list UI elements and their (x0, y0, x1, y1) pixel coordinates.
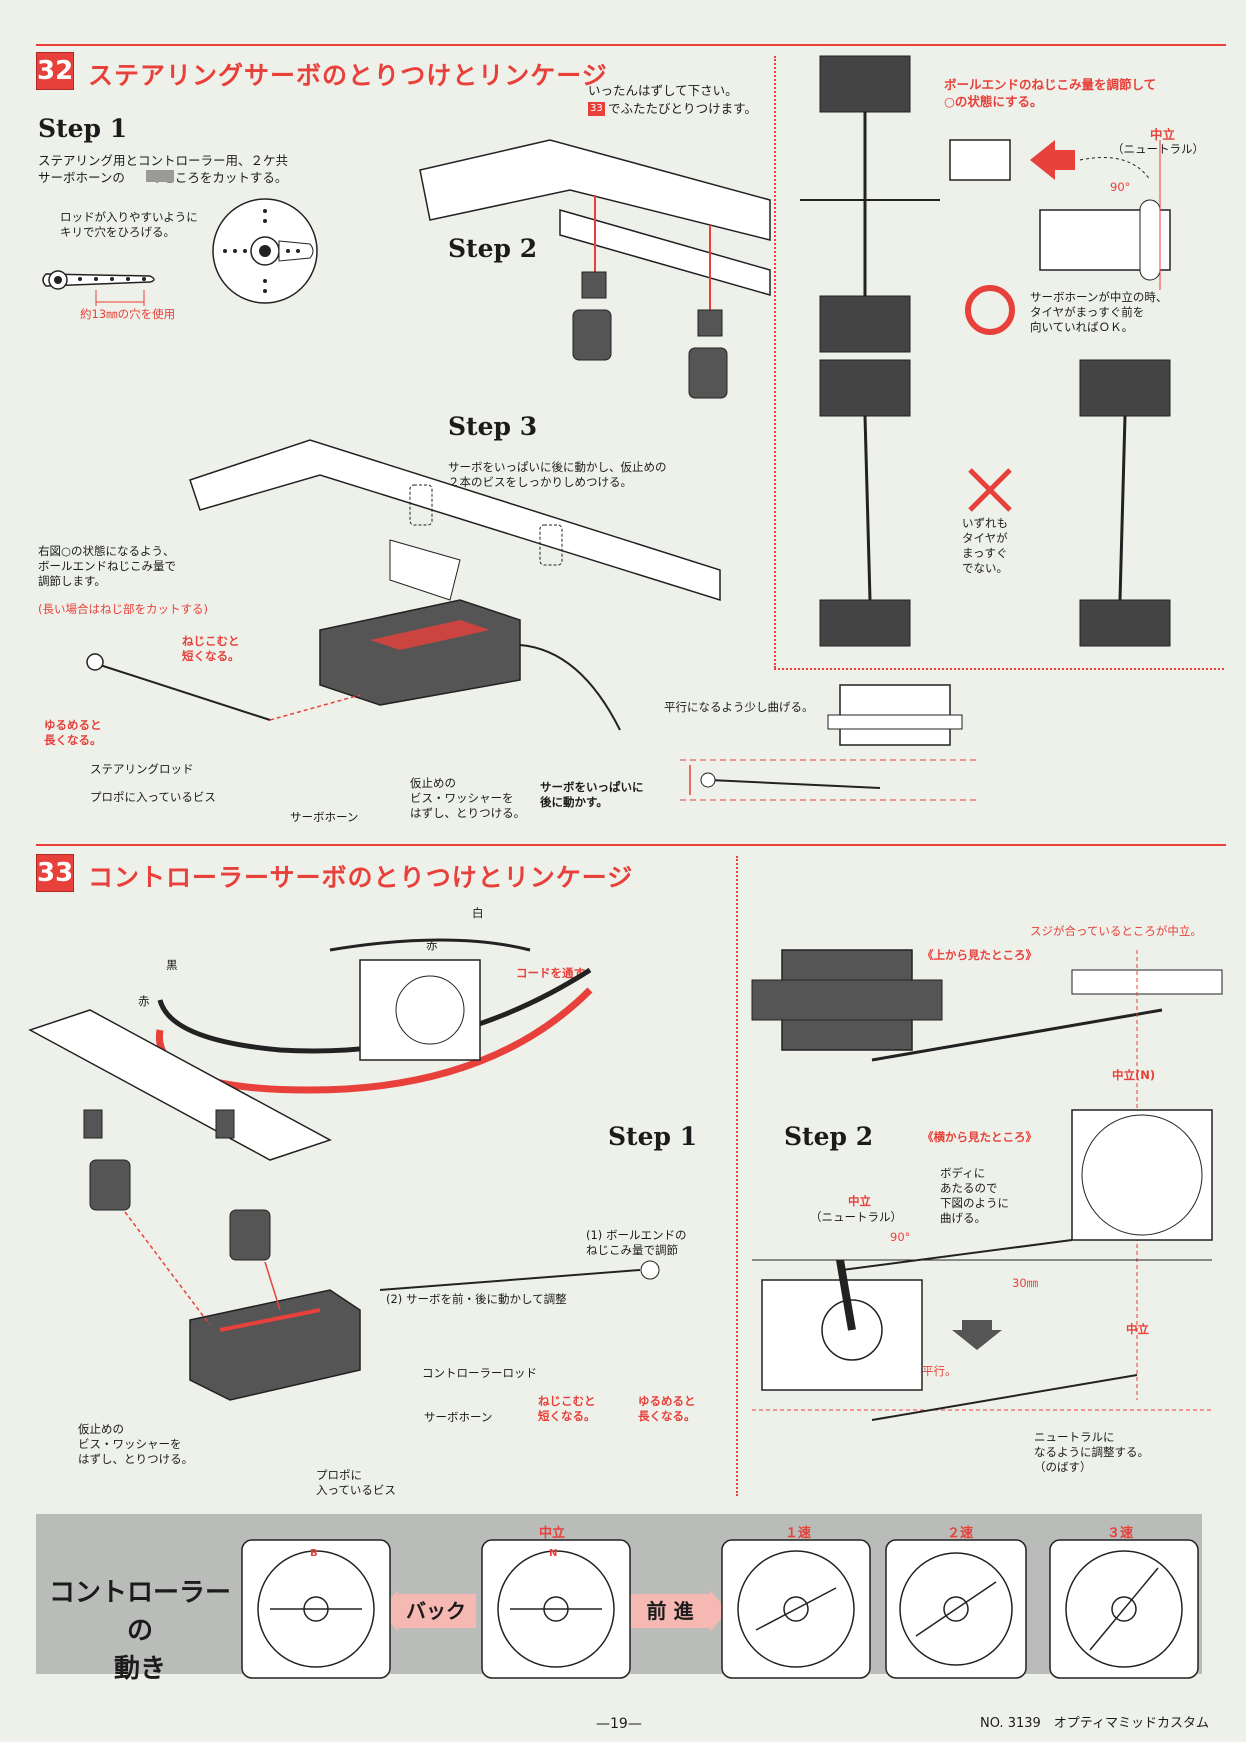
cord-note: コードを通す (516, 966, 585, 980)
bend-detail-diagram (680, 684, 980, 801)
page-number: —19— (596, 1716, 642, 1732)
adjust2-note: (2) サーボを前・後に動かして調整 (386, 1292, 567, 1306)
ok-note: サーボホーンが中立の時、 タイヤがまっすぐ前を 向いていればＯＫ。 (1030, 290, 1168, 334)
step-label: Step 1 (38, 114, 128, 143)
speed3-dial-label: ３速 (1106, 1526, 1133, 1541)
step-label: Step 1 (608, 1122, 698, 1151)
adjust1-note: (1) ボールエンドの ねじこみ量で調節 (586, 1228, 687, 1257)
model-number: NO. 3139 オプティマミッドカスタム (980, 1716, 1209, 1731)
step-label: Step 2 (784, 1122, 874, 1151)
wire-white: 白 (472, 906, 484, 920)
servo-back-note: サーボをいっぱいに 後に動かす。 (540, 780, 644, 809)
neutral-label: 中立 (848, 1194, 871, 1208)
step-label: Step 2 (448, 234, 538, 263)
neutral-paren: （ニュートラル） (1112, 142, 1204, 156)
loosen-note: ゆるめると 長くなる。 (638, 1394, 696, 1423)
dial-brake-b: B (310, 1548, 318, 1559)
back-arrow: バック (396, 1594, 476, 1628)
angle-label: 90° (1110, 180, 1131, 194)
servo-horn-diagram (42, 270, 155, 306)
chassis-step2-diagram (419, 139, 771, 399)
temp-washer-note: 仮止めの ビス・ワッシャーを はずし、とりつける。 (78, 1422, 194, 1466)
tighten-note: サーボをいっぱいに後に動かし、仮止めの ２本のビスをしっかりしめつける。 (448, 460, 667, 489)
servo-horn-label: サーボホーン (424, 1410, 493, 1424)
section-title: ステアリングサーボのとりつけとリンケージ (88, 61, 608, 90)
distance-label: 30㎜ (1012, 1276, 1039, 1290)
center-line-note: スジが合っているところが中立。 (1030, 924, 1202, 938)
wire-black: 黒 (166, 958, 178, 972)
wire-red: 赤 (426, 938, 438, 952)
remove-note: いったんはずして下さい。 (588, 83, 738, 98)
ball-end-note: ボールエンドのねじこみ量を調節して ○の状態にする。 (944, 77, 1157, 109)
step-label: Step 3 (448, 412, 538, 441)
forward-arrow: 前 進 (630, 1594, 710, 1628)
adjust-note: ニュートラルに なるように調整する。 （のばす） (1034, 1430, 1149, 1474)
speed1-dial-label: １速 (784, 1526, 811, 1541)
chassis-step3-diagram (86, 439, 721, 731)
section-number: 33 (36, 854, 74, 892)
cut-area-swatch (146, 170, 174, 182)
controller-servo-step1-diagram (28, 938, 660, 1401)
hole-size-note: 約13㎜の穴を使用 (80, 307, 176, 321)
screw-in-note: ねじこむと 短くなる。 (182, 634, 240, 663)
servo-horn-label: サーボホーン (290, 810, 359, 824)
side-view-label: 《横から見たところ》 (922, 1130, 1037, 1144)
section-title: コントローラーサーボのとりつけとリンケージ (88, 863, 634, 892)
section-ref-badge: 33 (588, 102, 605, 116)
neutral-n-label: 中立(N) (1112, 1068, 1156, 1082)
body-note: ボディに あたるので 下図のように 曲げる。 (940, 1166, 1009, 1225)
screw-in-note: ねじこむと 短くなる。 (538, 1394, 596, 1423)
dial-neutral-n: N (549, 1548, 558, 1559)
cut-note: (長い場合はねじ部をカットする) (38, 602, 208, 616)
neutral-dial-label: 中立 (538, 1526, 565, 1541)
speed2-dial-label: ２速 (946, 1526, 973, 1541)
round-horn-diagram (212, 198, 318, 304)
controller-rod-label: コントローラーロッド (422, 1366, 537, 1380)
propo-screw-label: プロポに 入っているビス (316, 1468, 396, 1497)
step1-description: ステアリング用とコントローラー用、２ケ共 サーボホーンの のところをカットする。 (38, 153, 289, 185)
section-number: 32 (36, 52, 74, 90)
ng-note: いずれも タイヤが まっすぐ でない。 (962, 516, 1008, 575)
steering-geometry-diagram (800, 55, 1171, 647)
temp-washer-note: 仮止めの ビス・ワッシャーを はずし、とりつける。 (410, 776, 526, 820)
controller-servo-step2-diagram (751, 949, 1223, 1421)
neutral-paren: （ニュートラル） (810, 1210, 902, 1224)
reattach-note: でふたたびとりつけます。 (608, 101, 757, 116)
controller-motion-title: コントローラーの 動き (48, 1578, 231, 1684)
adjust-note: 右図○の状態になるよう、 ボールエンドねじこみ量で 調節します。 (38, 544, 176, 588)
propo-screw-label: プロポに入っているビス (90, 790, 216, 804)
neutral-label: 中立 (1150, 127, 1176, 142)
top-view-label: 《上から見たところ》 (922, 948, 1037, 962)
steering-rod-label: ステアリングロッド (90, 762, 194, 776)
rod-hole-note: ロッドが入りやすいように キリで穴をひろげる。 (60, 210, 198, 239)
wire-red: 赤 (138, 994, 150, 1008)
loosen-note: ゆるめると 長くなる。 (44, 718, 102, 747)
angle-label: 90° (890, 1230, 911, 1244)
bend-note: 平行になるよう少し曲げる。 (664, 700, 814, 714)
